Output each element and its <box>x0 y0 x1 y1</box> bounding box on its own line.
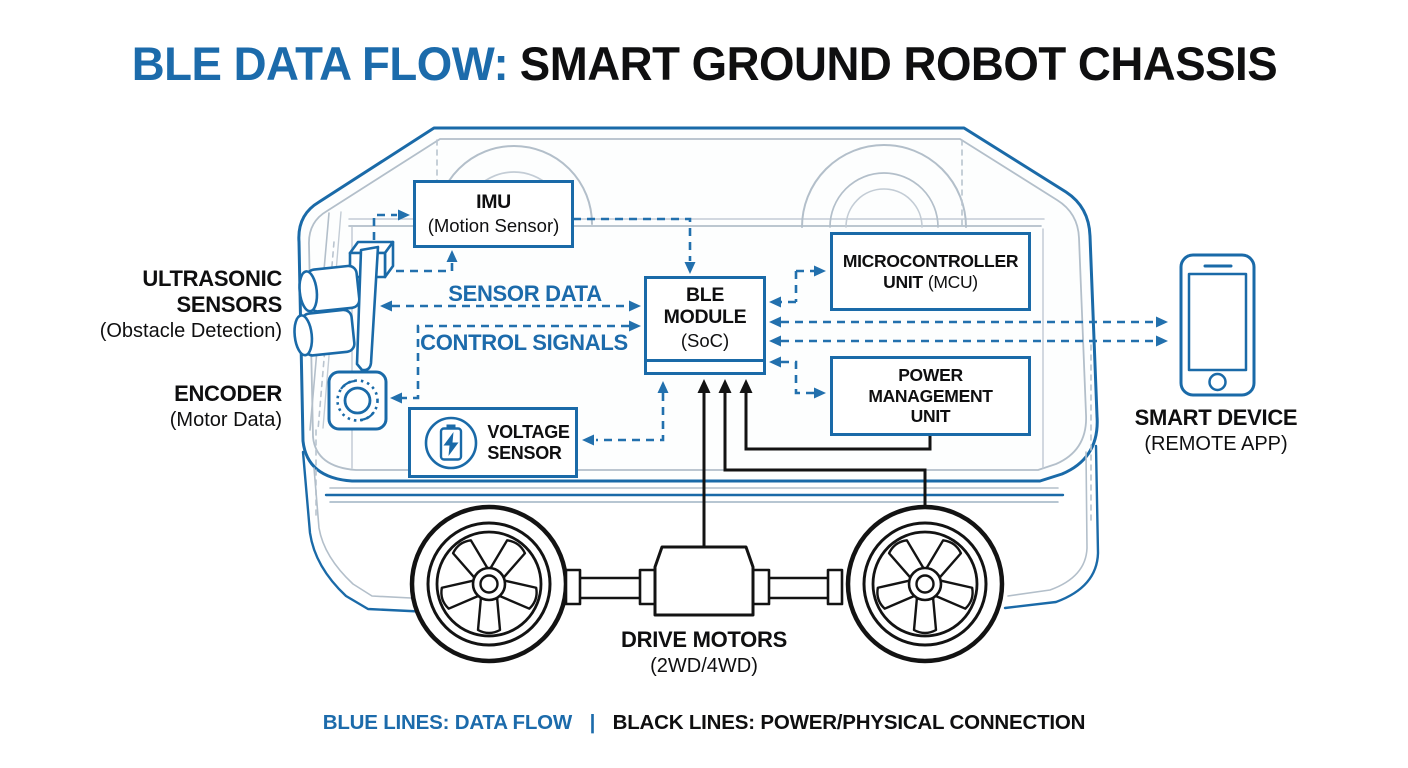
drive-motors-subtitle: (2WD/4WD) <box>650 654 758 677</box>
pmu-line3: UNIT <box>910 406 951 427</box>
drive-motor-block <box>564 545 844 617</box>
mcu-line2-bold: UNIT <box>883 271 923 292</box>
ble-module-node: BLE MODULE (SoC) <box>644 276 766 375</box>
ultrasonic-line2: SENSORS <box>176 291 283 317</box>
encoder-subtitle: (Motor Data) <box>169 408 282 431</box>
ble-line1: BLE <box>685 284 725 307</box>
right-wheel <box>845 504 1005 664</box>
legend: BLUE LINES: DATA FLOW | BLACK LINES: POW… <box>0 711 1408 735</box>
voltage-sensor-node: VOLTAGE SENSOR <box>408 407 578 478</box>
encoder-icon <box>327 370 388 431</box>
power-lines <box>702 393 932 548</box>
ble-line2: MODULE <box>663 306 747 329</box>
data-flow-arrows <box>372 213 1156 442</box>
ultrasonic-sensor-icon <box>293 240 395 372</box>
ble-base-strip <box>647 359 763 362</box>
pmu-line1: POWER <box>898 365 963 386</box>
page-title: BLE DATA FLOW:SMART GROUND ROBOT CHASSIS <box>0 36 1408 91</box>
ultrasonic-subtitle: (Obstacle Detection) <box>99 319 282 342</box>
imu-name: IMU <box>476 190 511 213</box>
data-flow-arrowheads <box>380 209 1168 446</box>
battery-voltage-icon <box>425 416 478 469</box>
smart-device-label: SMART DEVICE (REMOTE APP) <box>1101 405 1331 457</box>
imu-subtitle: (Motion Sensor) <box>427 214 560 236</box>
legend-blue-lines: BLUE LINES: DATA FLOW <box>322 711 573 734</box>
ultrasonic-line1: ULTRASONIC <box>142 266 282 291</box>
mcu-line2-normal: (MCU) <box>927 271 978 292</box>
legend-black-lines: BLACK LINES: POWER/PHYSICAL CONNECTION <box>612 711 1086 734</box>
imu-node: IMU (Motion Sensor) <box>413 180 574 248</box>
sensor-data-label: SENSOR DATA <box>448 281 602 306</box>
power-line-arrowheads <box>697 379 753 393</box>
vs-line2: SENSOR <box>487 442 562 463</box>
drive-motors-label: DRIVE MOTORS (2WD/4WD) <box>592 627 816 679</box>
smart-device-name: SMART DEVICE <box>1134 405 1298 430</box>
encoder-name: ENCODER <box>174 381 282 406</box>
smart-device-subtitle: (REMOTE APP) <box>1144 432 1288 455</box>
title-highlight: BLE DATA FLOW: <box>131 37 508 90</box>
ble-subtitle: (SoC) <box>680 329 730 351</box>
mcu-node: MICROCONTROLLER UNIT(MCU) <box>830 232 1031 311</box>
control-signals-label: CONTROL SIGNALS <box>420 330 628 355</box>
pmu-node: POWER MANAGEMENT UNIT <box>830 356 1031 436</box>
drive-motors-name: DRIVE MOTORS <box>621 627 787 652</box>
legend-separator: | <box>589 711 596 734</box>
left-wheel <box>409 504 569 664</box>
smartphone-icon <box>1179 253 1256 397</box>
ultrasonic-sensors-label: ULTRASONIC SENSORS (Obstacle Detection) <box>60 266 283 344</box>
vs-line1: VOLTAGE <box>487 421 570 442</box>
encoder-label: ENCODER (Motor Data) <box>60 381 283 433</box>
title-rest: SMART GROUND ROBOT CHASSIS <box>519 37 1277 90</box>
pmu-line2: MANAGEMENT <box>868 385 993 406</box>
mcu-line2: UNIT(MCU) <box>883 272 978 293</box>
mcu-line1: MICROCONTROLLER <box>842 250 1019 271</box>
